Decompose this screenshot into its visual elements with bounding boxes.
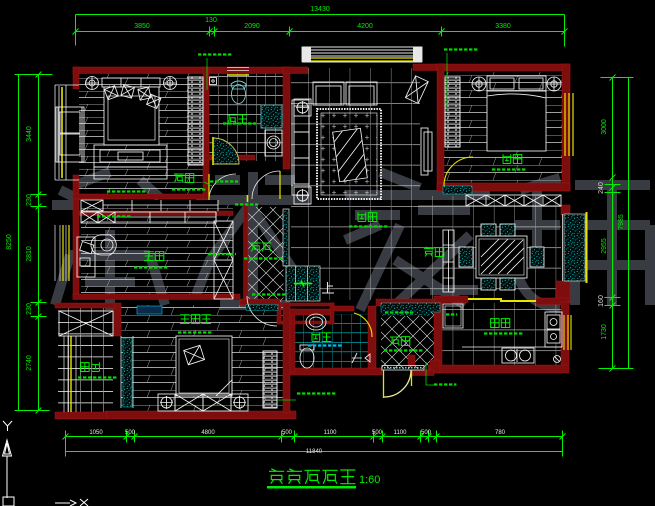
svg-text:500: 500 bbox=[125, 430, 136, 436]
svg-text:3850: 3850 bbox=[134, 23, 150, 30]
svg-text:1730: 1730 bbox=[601, 324, 608, 340]
svg-text:1100: 1100 bbox=[394, 430, 408, 436]
svg-text:500: 500 bbox=[372, 430, 383, 436]
svg-text:2810: 2810 bbox=[26, 246, 33, 262]
svg-text:4800: 4800 bbox=[201, 430, 215, 436]
svg-text:230: 230 bbox=[26, 194, 33, 206]
svg-text:230: 230 bbox=[26, 303, 33, 315]
svg-text:3440: 3440 bbox=[26, 126, 33, 142]
svg-text:13430: 13430 bbox=[310, 6, 330, 13]
svg-text:2955: 2955 bbox=[601, 238, 608, 254]
svg-text:1100: 1100 bbox=[324, 430, 338, 436]
svg-text:8250: 8250 bbox=[6, 234, 13, 250]
svg-text:240: 240 bbox=[598, 182, 605, 194]
svg-text:2740: 2740 bbox=[26, 355, 33, 371]
svg-text:1050: 1050 bbox=[89, 430, 103, 436]
svg-text:780: 780 bbox=[495, 430, 506, 436]
svg-text:160: 160 bbox=[598, 295, 605, 307]
svg-text:130: 130 bbox=[205, 17, 217, 24]
svg-text:3000: 3000 bbox=[601, 119, 608, 135]
svg-text:3380: 3380 bbox=[495, 23, 511, 30]
svg-text:500: 500 bbox=[282, 430, 293, 436]
svg-text:7985: 7985 bbox=[618, 214, 625, 230]
svg-text:11840: 11840 bbox=[306, 449, 323, 455]
svg-text:4200: 4200 bbox=[357, 23, 373, 30]
svg-text:2090: 2090 bbox=[244, 23, 260, 30]
svg-text:500: 500 bbox=[421, 430, 432, 436]
svg-text:1:60: 1:60 bbox=[359, 474, 380, 486]
